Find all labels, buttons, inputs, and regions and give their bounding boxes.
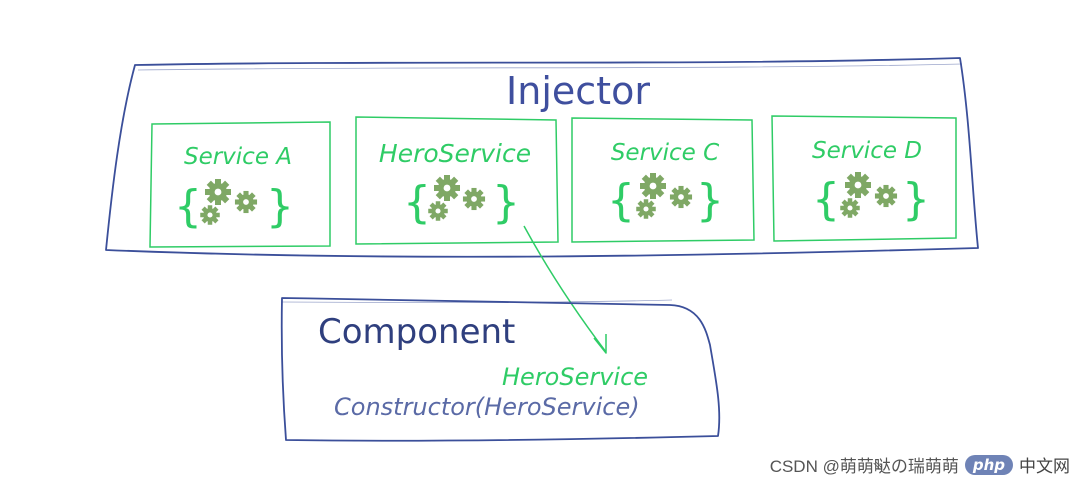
gear-icon	[845, 172, 871, 198]
service-box-c-outline	[571, 117, 755, 243]
right-brace-icon: }	[696, 175, 724, 226]
gear-icon	[428, 201, 448, 221]
php-logo: php	[964, 454, 1013, 475]
right-brace-icon: }	[266, 181, 294, 232]
gear-icon	[874, 184, 898, 208]
left-brace-icon: {	[403, 177, 431, 228]
injector-box	[105, 57, 979, 258]
gear-icon	[205, 179, 231, 205]
gear-icon	[840, 198, 860, 218]
gear-icon	[640, 173, 666, 199]
service-a-label: Service A	[184, 144, 292, 170]
watermark: CSDN @萌萌哒の瑞萌萌 php 中文网	[770, 452, 1070, 477]
service-box-a: Service A { }	[149, 121, 331, 248]
left-brace-icon: {	[812, 174, 840, 225]
injector-box-sketch	[137, 63, 963, 71]
service-box-d-outline	[771, 115, 957, 242]
left-brace-icon: {	[607, 175, 635, 226]
gear-icon	[462, 187, 486, 211]
right-brace-icon: }	[902, 174, 930, 225]
gear-icon	[434, 175, 460, 201]
service-box-a-outline	[149, 121, 331, 248]
service-c-label: Service C	[611, 140, 719, 166]
gear-icon	[669, 185, 693, 209]
gear-icon	[200, 205, 220, 225]
right-brace-icon: }	[492, 177, 520, 228]
injection-arrow	[523, 225, 607, 353]
gear-icon	[636, 199, 656, 219]
injector-title: Injector	[506, 69, 650, 113]
heroservice-label: HeroService	[379, 139, 531, 168]
csdn-watermark: CSDN @萌萌哒の瑞萌萌	[769, 457, 959, 476]
gear-icon	[234, 190, 258, 214]
component-box-top-sketch	[281, 299, 673, 303]
component-heroservice: HeroService	[502, 363, 648, 391]
service-box-heroservice-outline	[355, 116, 559, 245]
arrowhead-icon	[593, 334, 607, 354]
service-box-c: Service C { }	[571, 117, 755, 243]
constructor-text: Constructor(HeroService)	[334, 393, 640, 421]
php-cn-logo-text: 中文网	[1019, 457, 1070, 476]
service-d-label: Service D	[812, 138, 922, 164]
service-box-d: Service D { }	[771, 115, 957, 242]
cursor-icon: ⇘	[872, 458, 884, 474]
component-title: Component	[318, 312, 515, 352]
service-box-heroservice: HeroService { }	[355, 116, 559, 245]
left-brace-icon: {	[174, 181, 202, 232]
